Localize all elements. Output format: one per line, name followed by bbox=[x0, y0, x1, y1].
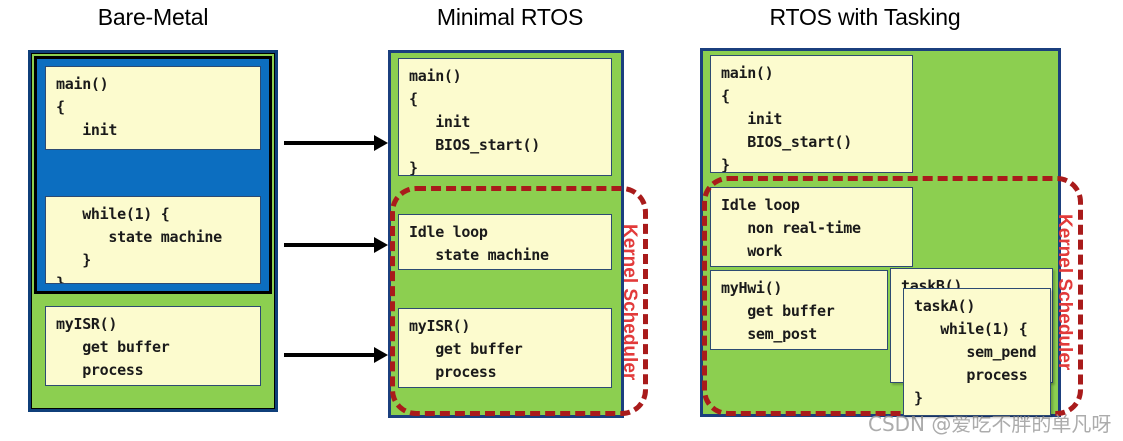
box-bare-metal-while-loop: while(1) { state machine } } bbox=[45, 196, 261, 284]
kernel-scheduler-boundary-tasking bbox=[702, 176, 1083, 416]
arrow-isr-to-isr bbox=[284, 347, 388, 363]
box-minimal-rtos-main: main() { init BIOS_start() } bbox=[398, 58, 612, 176]
column-title-minimal-rtos: Minimal RTOS bbox=[436, 4, 584, 30]
box-tasking-taska: taskA() while(1) { sem_pend process } bbox=[903, 288, 1051, 416]
box-bare-metal-myisr: myISR() get buffer process bbox=[45, 306, 261, 386]
kernel-scheduler-label-minimal-rtos: Kernel Scheduler bbox=[619, 224, 640, 381]
column-title-bare-metal: Bare-Metal bbox=[97, 4, 209, 30]
box-bare-metal-main: main() { init bbox=[45, 66, 261, 150]
box-tasking-myhwi: myHwi() get buffer sem_post bbox=[710, 270, 888, 350]
kernel-scheduler-boundary-minimal-rtos bbox=[390, 186, 648, 416]
box-tasking-idle-loop: Idle loop non real-time work bbox=[710, 187, 913, 267]
box-tasking-main: main() { init BIOS_start() } bbox=[710, 55, 913, 173]
column-title-rtos-with-tasking: RTOS with Tasking bbox=[769, 4, 961, 30]
arrow-while-to-idle bbox=[284, 237, 388, 253]
box-minimal-rtos-idle-loop: Idle loop state machine bbox=[398, 214, 612, 270]
box-minimal-rtos-myisr: myISR() get buffer process bbox=[398, 308, 612, 388]
kernel-scheduler-label-tasking: Kernel Scheduler bbox=[1054, 214, 1075, 371]
arrow-main-to-main bbox=[284, 135, 388, 151]
